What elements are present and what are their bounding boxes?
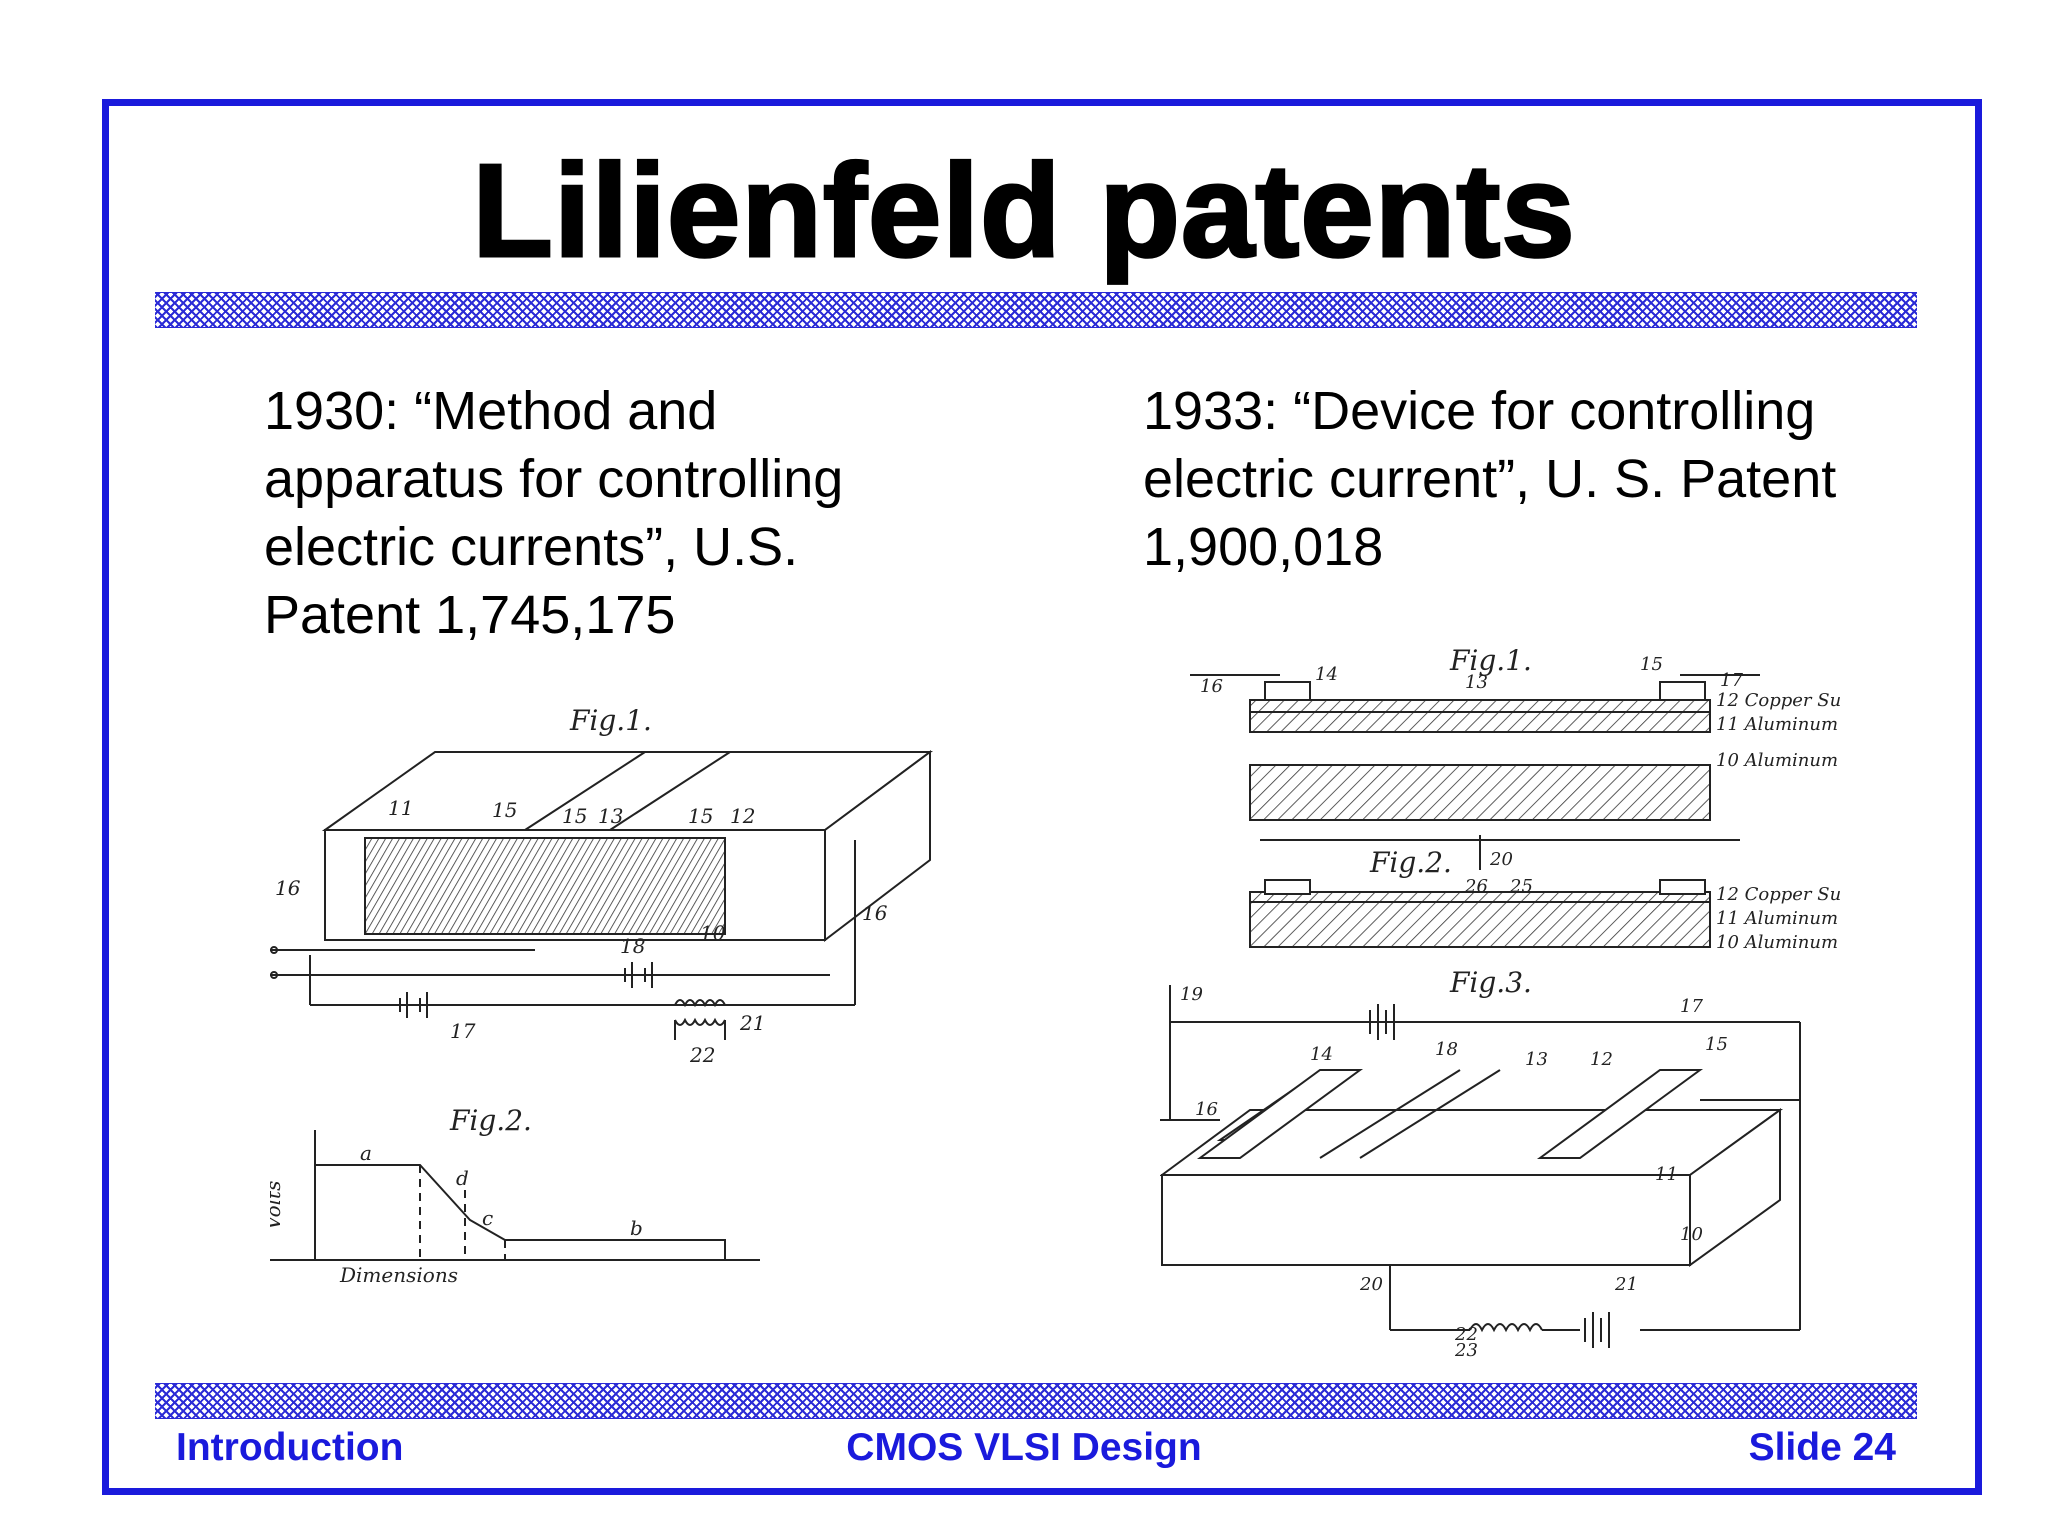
footer-slide-number: Slide 24 [1748, 1426, 1896, 1469]
svg-text:19: 19 [1180, 984, 1203, 1005]
patent-1933-text: 1933: “Device for controlling electric c… [1143, 381, 1837, 577]
svg-text:20: 20 [1359, 1274, 1383, 1295]
svg-text:17: 17 [1680, 996, 1703, 1017]
svg-text:13: 13 [1465, 672, 1488, 693]
dimensions-label: Dimensions [339, 1263, 458, 1287]
svg-text:10: 10 [700, 921, 726, 945]
svg-text:12: 12 [730, 804, 755, 828]
svg-text:15: 15 [1705, 1034, 1728, 1055]
svg-text:b: b [630, 1216, 643, 1240]
footer-divider-band [155, 1383, 1917, 1419]
r-fig2-layer-3: 10 Aluminum [1716, 932, 1838, 953]
r-fig2-caption: Fig.2. [1369, 846, 1452, 879]
svg-text:15: 15 [492, 798, 517, 822]
svg-text:14: 14 [1310, 1044, 1333, 1065]
svg-text:13: 13 [598, 804, 623, 828]
svg-text:23: 23 [1454, 1340, 1478, 1361]
svg-text:14: 14 [1315, 664, 1338, 685]
svg-text:13: 13 [1525, 1049, 1548, 1070]
r-fig1-caption: Fig.1. [1449, 644, 1532, 677]
svg-text:18: 18 [620, 934, 645, 958]
svg-text:15: 15 [562, 804, 587, 828]
svg-text:15: 15 [1640, 654, 1663, 675]
svg-text:20: 20 [1489, 849, 1513, 870]
svg-text:10: 10 [1680, 1224, 1703, 1245]
svg-text:18: 18 [1435, 1039, 1458, 1060]
svg-text:15: 15 [688, 804, 713, 828]
slide-frame [102, 99, 1982, 1495]
svg-text:21: 21 [739, 1011, 765, 1035]
volts-label: Volts [270, 1181, 285, 1230]
patent-1930-text: 1930: “Method and apparatus for controll… [264, 381, 844, 645]
slide-title: Lilienfeld patents [471, 137, 1576, 284]
svg-text:11: 11 [388, 796, 413, 820]
patent-1933-drawing: Fig.1. Fig.2. Fig.3. 12 Copper Sulfide 1… [1160, 644, 1840, 1361]
svg-text:21: 21 [1614, 1274, 1638, 1295]
svg-text:26: 26 [1464, 876, 1488, 897]
r-fig2-layer-1: 12 Copper Sulfide [1716, 884, 1840, 905]
svg-text:17: 17 [450, 1019, 476, 1043]
fig1-caption: Fig.1. [569, 704, 652, 737]
fig2-caption: Fig.2. [449, 1104, 532, 1137]
footer-section-label: Introduction [176, 1426, 404, 1469]
svg-text:d: d [456, 1166, 469, 1190]
svg-text:16: 16 [1195, 1099, 1218, 1120]
svg-text:16: 16 [1200, 676, 1223, 697]
svg-text:16: 16 [275, 876, 301, 900]
svg-text:a: a [360, 1141, 372, 1165]
r-fig1-layer-1: 12 Copper Sulfide [1716, 690, 1840, 711]
r-fig2-layer-2: 11 Aluminum Oxide [1716, 908, 1840, 929]
r-fig1-layer-3: 10 Aluminum [1716, 750, 1838, 771]
svg-text:11: 11 [1655, 1164, 1678, 1185]
svg-text:17: 17 [1720, 670, 1743, 691]
svg-text:12: 12 [1590, 1049, 1613, 1070]
r-fig3-caption: Fig.3. [1449, 966, 1532, 999]
svg-text:c: c [482, 1206, 493, 1230]
patent-1930-drawing: Fig.1. Fig.2. Volts Dimensions 11 15 15 13… [270, 704, 934, 1287]
footer-course-title: CMOS VLSI Design [846, 1426, 1202, 1469]
svg-text:16: 16 [862, 901, 888, 925]
svg-text:22: 22 [1454, 1324, 1478, 1345]
title-divider-band [155, 292, 1917, 328]
r-fig1-layer-2: 11 Aluminum Oxide [1716, 714, 1840, 735]
svg-text:25: 25 [1509, 876, 1533, 897]
svg-text:22: 22 [689, 1043, 715, 1067]
